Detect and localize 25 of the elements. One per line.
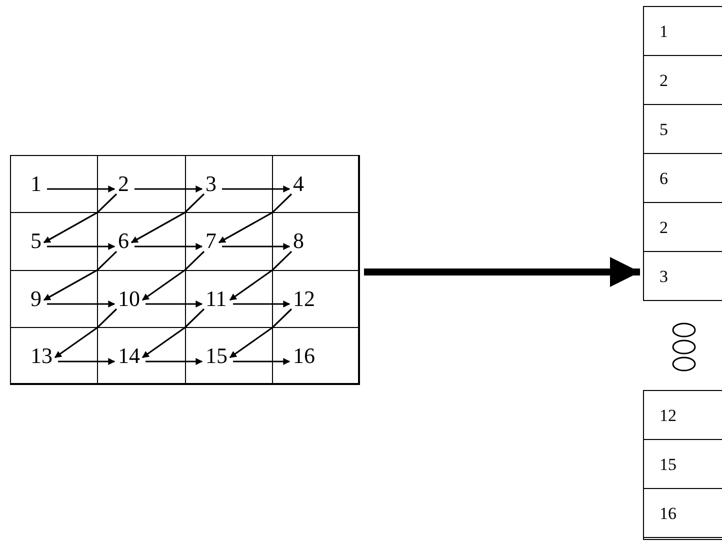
- table-frame: [10, 155, 360, 385]
- arrow: [47, 243, 116, 250]
- arrow: [222, 186, 290, 192]
- arrow: [43, 193, 118, 244]
- arrow: [146, 358, 203, 365]
- arrow: [58, 358, 116, 365]
- arrow: [229, 250, 292, 301]
- arrow: [233, 358, 290, 365]
- arrow: [47, 300, 116, 308]
- table-frame: [643, 390, 722, 540]
- arrow: [134, 186, 203, 192]
- arrow: [229, 308, 292, 358]
- arrow: [218, 193, 292, 244]
- arrow: [130, 193, 205, 244]
- arrow: [233, 300, 290, 308]
- arrow: [47, 186, 116, 192]
- arrow: [43, 250, 118, 301]
- table-cell: 16: [272, 327, 359, 384]
- arrow: [142, 308, 205, 358]
- arrow: [222, 243, 290, 250]
- arrow: [134, 243, 203, 250]
- thick-arrow: [364, 257, 640, 287]
- arrow: [146, 300, 203, 308]
- arrow: [54, 308, 118, 358]
- arrow: [142, 250, 205, 301]
